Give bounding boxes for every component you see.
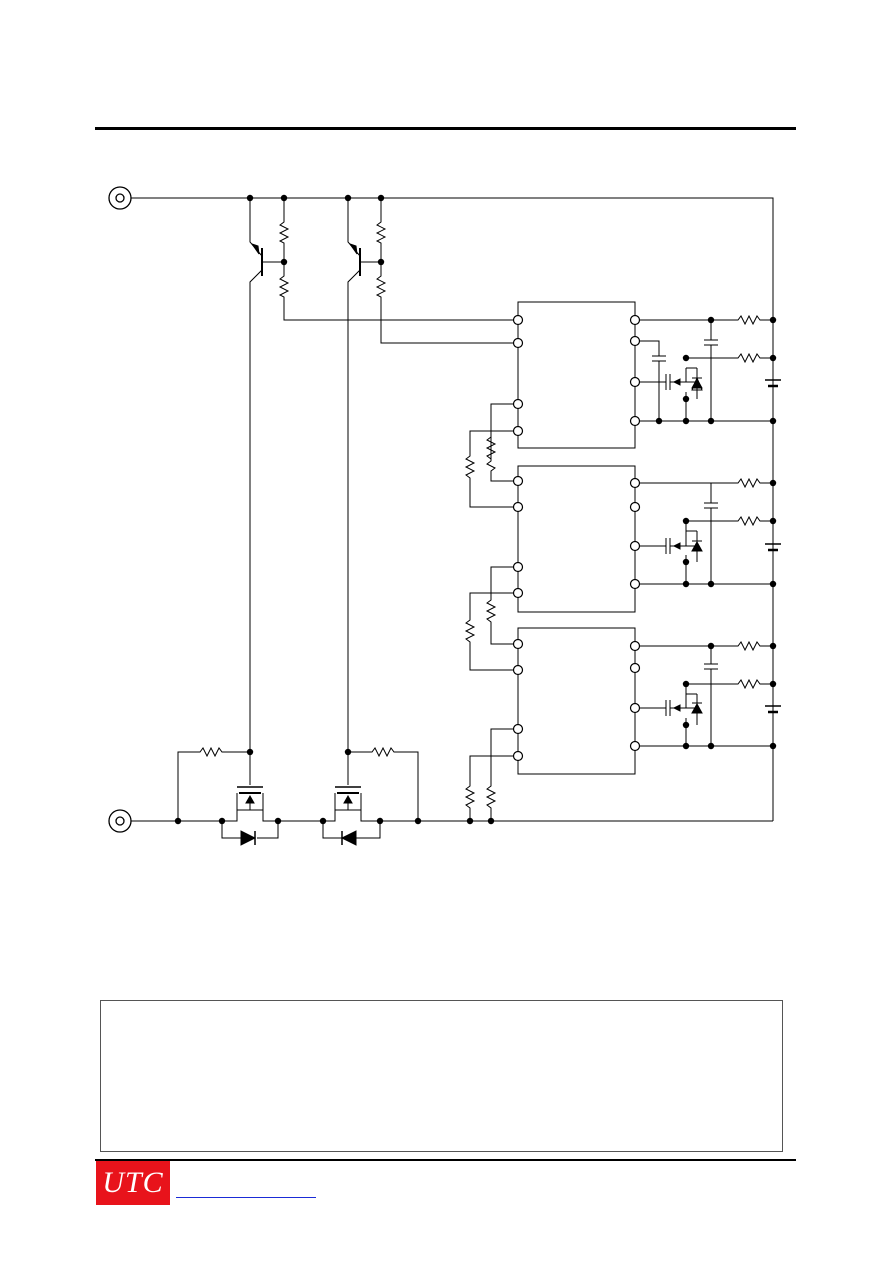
resistor-t1-lower <box>278 262 518 321</box>
positive-terminal <box>108 186 132 210</box>
gate-resistor-2 <box>348 746 419 821</box>
website-link[interactable] <box>176 1183 316 1198</box>
protection-ic-3 <box>517 627 636 775</box>
ic-pins <box>512 314 641 762</box>
cell-network-2 <box>635 477 781 585</box>
pnp-transistor-1 <box>249 198 284 752</box>
cell-network-1 <box>635 314 781 422</box>
protection-ic-2 <box>517 465 636 613</box>
gate-resistor-1 <box>177 746 250 821</box>
footer-rule <box>95 1159 796 1161</box>
negative-terminal <box>108 809 132 833</box>
discharge-mosfet <box>221 752 279 846</box>
utc-logo: UTC <box>96 1161 170 1205</box>
resistor-t2-upper <box>375 198 387 262</box>
logo-text: UTC <box>102 1166 164 1199</box>
resistor-t2-lower <box>375 262 518 344</box>
pnp-transistor-2 <box>347 198 381 752</box>
header-rule <box>95 127 796 130</box>
notice-box <box>100 1000 783 1152</box>
cell-network-3 <box>635 640 781 747</box>
protection-ic-1 <box>517 301 636 449</box>
resistor-t1-upper <box>278 198 290 262</box>
charge-mosfet <box>322 752 381 846</box>
top-rail <box>131 197 774 821</box>
